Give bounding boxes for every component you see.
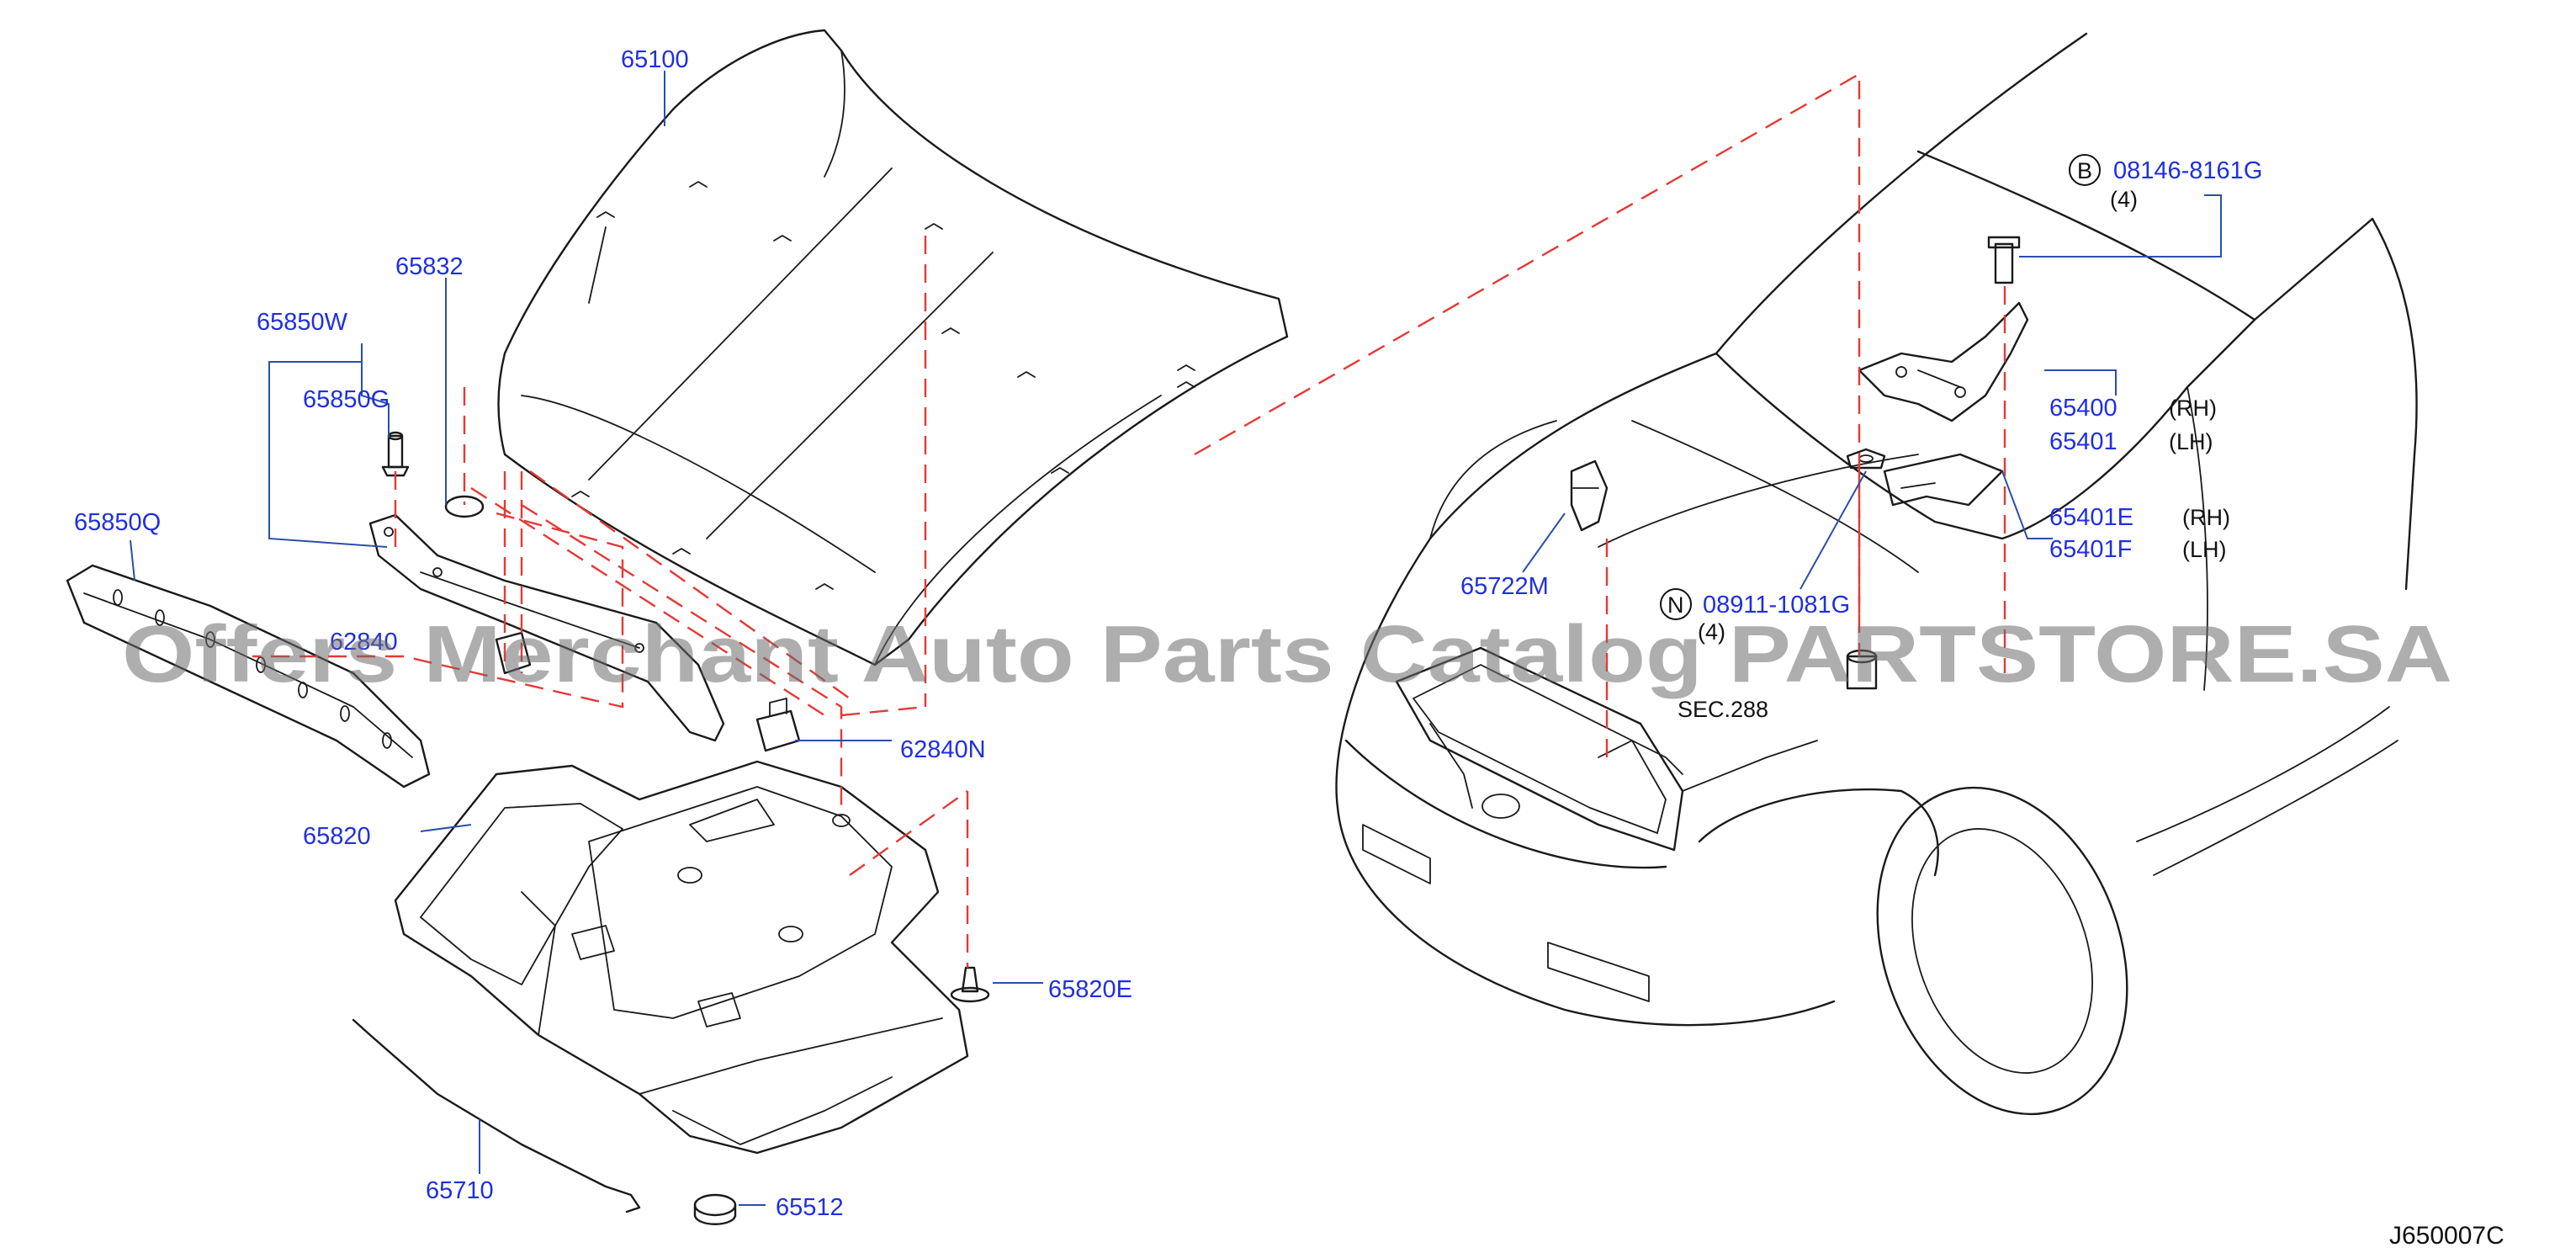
hood-pad[interactable]: [444, 495, 485, 518]
hood-seal-clip[interactable]: [495, 631, 532, 675]
engine-under-cover[interactable]: [394, 760, 969, 1155]
hinge-bolt[interactable]: [1987, 236, 2021, 284]
label-65850W[interactable]: 65850W: [257, 309, 348, 336]
label-65512[interactable]: 65512: [776, 1194, 844, 1221]
vehicle-body: [1335, 32, 2418, 1116]
side-rh-2: (RH): [2182, 505, 2230, 530]
hood-panel[interactable]: [497, 29, 1289, 666]
hinge-nut[interactable]: [1846, 448, 1886, 470]
side-lh-2: (LH): [2182, 537, 2227, 562]
svg-text:B: B: [2077, 158, 2092, 183]
hinge-cover[interactable]: [1883, 453, 2004, 507]
svg-text:N: N: [1667, 592, 1684, 618]
label-65100[interactable]: 65100: [621, 46, 689, 73]
label-65820[interactable]: 65820: [303, 823, 371, 850]
label-65820E[interactable]: 65820E: [1048, 976, 1132, 1003]
under-cover-clip[interactable]: [950, 966, 990, 1003]
hood-front-seal[interactable]: [66, 564, 431, 788]
hood-support-rod[interactable]: [352, 1018, 641, 1213]
hood-rod-grommet[interactable]: [693, 1193, 737, 1225]
label-65850G[interactable]: 65850G: [303, 386, 390, 413]
label-08146-8161G[interactable]: 08146-8161G: [2113, 157, 2262, 184]
side-rh-1: (RH): [2169, 396, 2217, 421]
diagram-code: J650007C: [2389, 1222, 2504, 1249]
label-65710[interactable]: 65710: [426, 1177, 494, 1204]
qty-08911: (4): [1698, 619, 1725, 645]
label-08911-1081G[interactable]: 08911-1081G: [1703, 592, 1850, 619]
hood-hinge[interactable]: [1858, 301, 2029, 422]
label-65401F[interactable]: 65401F: [2049, 536, 2132, 563]
label-65832[interactable]: 65832: [395, 253, 464, 280]
watermark: Offers Merchant Auto Parts Catalog PARTS…: [122, 609, 2452, 699]
bolt-symbol-B: B: [2069, 154, 2101, 186]
side-lh-1: (LH): [2169, 429, 2213, 454]
label-65400[interactable]: 65400: [2049, 395, 2118, 422]
label-62840N[interactable]: 62840N: [900, 736, 986, 763]
section-ref-288[interactable]: SEC.288: [1678, 697, 1768, 722]
label-65401E[interactable]: 65401E: [2049, 504, 2133, 531]
hood-damper[interactable]: [1846, 649, 1878, 690]
radiator-seal-clip[interactable]: [755, 698, 801, 752]
qty-08146: (4): [2110, 187, 2138, 212]
label-65401[interactable]: 65401: [2049, 428, 2118, 455]
hood-lock-bracket[interactable]: [1570, 459, 1609, 532]
leader-lines: [130, 71, 2222, 1206]
nut-symbol-N: N: [1660, 588, 1692, 620]
label-65850Q[interactable]: 65850Q: [74, 509, 161, 536]
hood-stay-clip[interactable]: [381, 431, 410, 477]
label-62840-hidden[interactable]: 62840: [330, 629, 398, 656]
label-65722M[interactable]: 65722M: [1460, 573, 1549, 600]
assembly-guides: [252, 72, 2006, 968]
